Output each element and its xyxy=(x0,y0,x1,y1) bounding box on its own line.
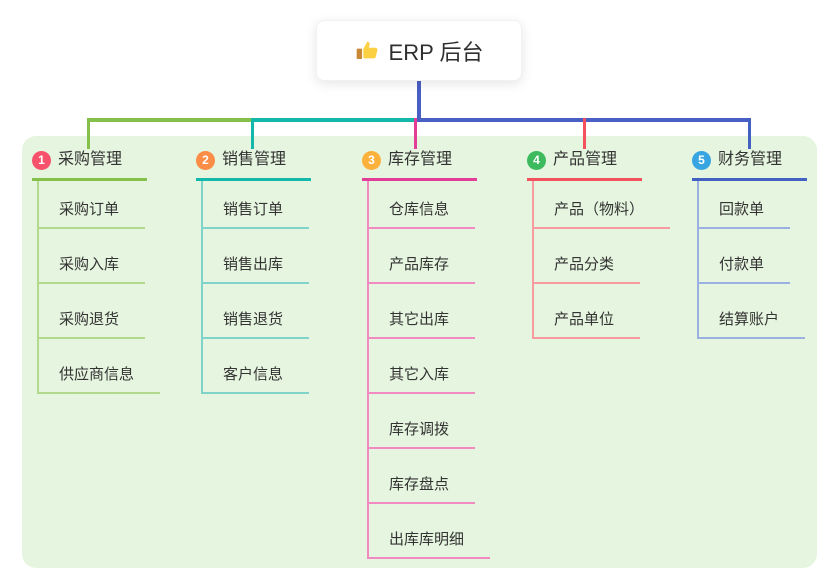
branch-items: 采购订单 采购入库 采购退货 供应商信息 xyxy=(37,181,161,394)
branch-item[interactable]: 其它入库 xyxy=(369,339,476,394)
branch-item-label: 销售出库 xyxy=(223,256,284,273)
branch-item[interactable]: 采购退货 xyxy=(39,284,146,339)
branch-purchase: 1 采购管理 采购订单 采购入库 采购退货 供应商信息 xyxy=(32,149,161,394)
root-node[interactable]: ERP 后台 xyxy=(316,20,522,81)
branch-item-label: 其它入库 xyxy=(389,366,450,383)
branch-item-label: 库存调拨 xyxy=(389,421,450,438)
thumbs-up-icon xyxy=(355,38,380,63)
branch-items: 销售订单 销售出库 销售退货 客户信息 xyxy=(201,181,311,394)
branch-item-label: 产品库存 xyxy=(389,256,450,273)
branch-number-badge: 2 xyxy=(196,150,215,170)
branch-item-label: 产品单位 xyxy=(554,311,615,328)
branch-finance: 5 财务管理 回款单 付款单 结算账户 xyxy=(692,149,807,339)
branch-inventory: 3 库存管理 仓库信息 产品库存 其它出库 其它入库 库存调拨 库存盘点 出库库… xyxy=(362,149,491,559)
branch-item[interactable]: 供应商信息 xyxy=(39,339,161,394)
drop-line-product xyxy=(583,118,586,149)
branch-item-label: 回款单 xyxy=(719,201,765,218)
branch-label: 采购管理 xyxy=(58,151,123,168)
branch-sales: 2 销售管理 销售订单 销售出库 销售退货 客户信息 xyxy=(196,149,311,394)
branch-item[interactable]: 产品单位 xyxy=(534,284,641,339)
branch-item[interactable]: 销售订单 xyxy=(203,181,310,229)
branch-item-label: 采购入库 xyxy=(59,256,120,273)
branch-item[interactable]: 出库库明细 xyxy=(369,504,491,559)
branch-items: 回款单 付款单 结算账户 xyxy=(697,181,807,339)
branch-item-label: 供应商信息 xyxy=(59,366,135,383)
branch-number-badge: 1 xyxy=(32,150,51,170)
branch-item-label: 付款单 xyxy=(719,256,765,273)
mindmap-panel xyxy=(22,136,817,568)
branch-item-label: 仓库信息 xyxy=(389,201,450,218)
branch-item-label: 销售退货 xyxy=(223,311,284,328)
branch-item-label: 产品（物料） xyxy=(554,201,645,218)
branch-item[interactable]: 产品库存 xyxy=(369,229,476,284)
drop-line-inventory xyxy=(414,118,417,149)
branch-item[interactable]: 付款单 xyxy=(699,229,791,284)
branch-item-label: 其它出库 xyxy=(389,311,450,328)
branch-item-label: 库存盘点 xyxy=(389,476,450,493)
branch-item[interactable]: 销售出库 xyxy=(203,229,310,284)
drop-line-finance xyxy=(748,118,751,149)
branch-items: 仓库信息 产品库存 其它出库 其它入库 库存调拨 库存盘点 出库库明细 xyxy=(367,181,491,559)
branch-item[interactable]: 回款单 xyxy=(699,181,791,229)
root-label: ERP 后台 xyxy=(388,39,484,65)
root-connector-line xyxy=(417,81,421,119)
branch-header-purchase[interactable]: 1 采购管理 xyxy=(32,149,147,181)
branch-header-product[interactable]: 4 产品管理 xyxy=(527,149,642,181)
branch-item[interactable]: 采购入库 xyxy=(39,229,146,284)
branch-item-label: 销售订单 xyxy=(223,201,284,218)
branch-label: 库存管理 xyxy=(388,151,453,168)
branch-header-sales[interactable]: 2 销售管理 xyxy=(196,149,311,181)
branch-number-badge: 5 xyxy=(692,150,711,170)
branch-item[interactable]: 销售退货 xyxy=(203,284,310,339)
branch-item[interactable]: 客户信息 xyxy=(203,339,310,394)
branch-item-label: 客户信息 xyxy=(223,366,284,383)
branch-label: 产品管理 xyxy=(553,151,618,168)
branch-item[interactable]: 其它出库 xyxy=(369,284,476,339)
branch-label: 财务管理 xyxy=(718,151,783,168)
branch-item-label: 产品分类 xyxy=(554,256,615,273)
branch-label: 销售管理 xyxy=(222,151,287,168)
drop-line-purchase xyxy=(87,118,90,149)
branch-product: 4 产品管理 产品（物料） 产品分类 产品单位 xyxy=(527,149,671,339)
branch-item[interactable]: 采购订单 xyxy=(39,181,146,229)
branch-item[interactable]: 产品（物料） xyxy=(534,181,671,229)
branch-number-badge: 4 xyxy=(527,150,546,170)
drop-line-sales xyxy=(251,118,254,149)
branch-number-badge: 3 xyxy=(362,150,381,170)
branch-items: 产品（物料） 产品分类 产品单位 xyxy=(532,181,671,339)
branch-item-label: 采购订单 xyxy=(59,201,120,218)
branch-item[interactable]: 结算账户 xyxy=(699,284,806,339)
branch-item[interactable]: 仓库信息 xyxy=(369,181,476,229)
branch-item-label: 采购退货 xyxy=(59,311,120,328)
branch-item[interactable]: 库存盘点 xyxy=(369,449,476,504)
branch-item[interactable]: 库存调拨 xyxy=(369,394,476,449)
branch-item-label: 结算账户 xyxy=(719,311,780,328)
bus-segment-sales xyxy=(252,118,416,122)
branch-item[interactable]: 产品分类 xyxy=(534,229,641,284)
branch-item-label: 出库库明细 xyxy=(389,531,465,548)
bus-segment-purchase xyxy=(87,118,252,122)
branch-header-finance[interactable]: 5 财务管理 xyxy=(692,149,807,181)
branch-header-inventory[interactable]: 3 库存管理 xyxy=(362,149,477,181)
